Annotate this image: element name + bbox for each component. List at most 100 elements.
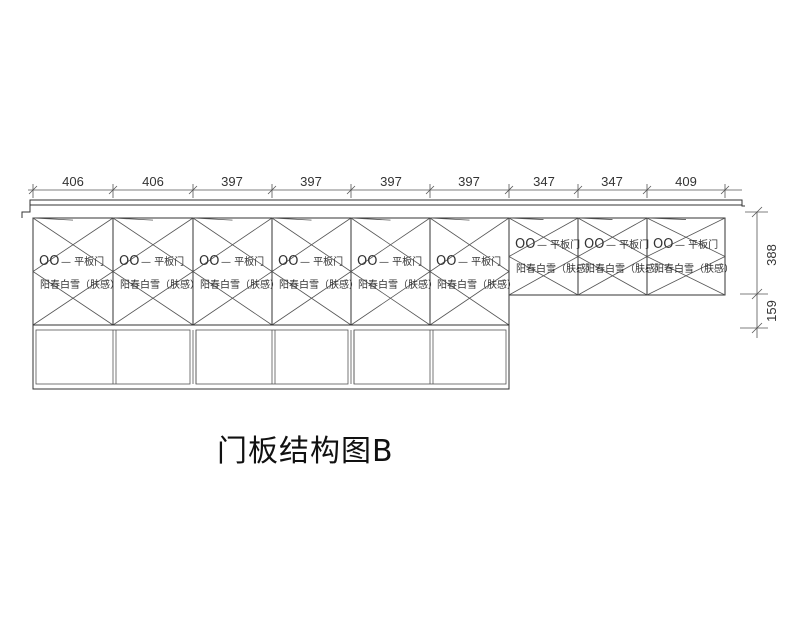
right-dim-label-159: 159 [764,300,779,322]
door-panel-outline [429,217,510,326]
door-opening-line [112,217,194,326]
door-opening-line [271,217,352,326]
door-panel-outline [192,217,273,326]
dim-label: 406 [142,174,164,189]
door-opening-line [112,217,194,326]
door-panel-outline [508,217,579,296]
door-type: — 平板门 [537,238,580,251]
top-outline [21,199,768,218]
door-panel-outline [350,217,431,326]
door-code: OO [515,237,535,252]
dim-tick-slash [188,185,198,195]
door-type: — 平板门 [458,255,501,268]
door-opening-line [192,217,273,326]
door-code: OO [278,254,298,269]
door-opening-line [577,217,648,296]
door-type: — 平板门 [379,255,422,268]
door-type: — 平板门 [300,255,343,268]
door-opening-line [646,217,726,296]
door-panel-outline [577,217,648,296]
door-top-edge [271,217,312,221]
drawing-caption: 门板结构图B [217,434,394,469]
dim-tick-slash [642,185,652,195]
dim-tick-slash [504,185,514,195]
door-opening-line [508,217,579,296]
door-panel-outline [271,217,352,326]
dim-label: 397 [221,174,243,189]
door-opening-line [350,217,431,326]
dim-label: 397 [380,174,402,189]
door-panel-outline [32,217,114,326]
door-opening-line [508,217,579,296]
door-code: OO [199,254,219,269]
door-code: OO [39,254,59,269]
door-opening-line [646,217,726,296]
door-top-edge [350,217,391,221]
door-opening-line [350,217,431,326]
door-opening-line [32,217,114,326]
lower-cabinet-frames [32,295,510,390]
top-dimension-line [28,184,742,198]
door-color: 阳春白雪（肤感） [279,278,359,291]
door-color: 阳春白雪（肤感） [358,278,438,291]
dim-label: 397 [300,174,322,189]
top-dimension-labels: 406 406 397 397 397 397 347 347 409 [62,174,697,189]
door-color: 阳春白雪（肤感） [437,278,517,291]
door-color: 阳春白雪（肤感） [40,278,120,291]
dim-label: 397 [458,174,480,189]
dim-tick-slash [573,185,583,195]
door-top-edge [32,217,74,221]
door-top-edge [112,217,154,221]
dim-label: 409 [675,174,697,189]
door-opening-line [429,217,510,326]
door-type: — 平板门 [675,238,718,251]
door-opening-line [271,217,352,326]
door-color: 阳春白雪（肤感） [516,262,596,275]
door-top-edge [429,217,470,221]
door-color: 阳春白雪（肤感） [585,262,665,275]
dim-tick-slash [346,185,356,195]
dim-tick-slash [720,185,730,195]
dim-label: 406 [62,174,84,189]
door-opening-line [192,217,273,326]
lower-frame-outline [32,324,510,390]
door-panel-outline [112,217,194,326]
right-dim-label-388: 388 [764,244,779,266]
right-dimension-line [740,206,768,338]
door-color: 阳春白雪（肤感） [200,278,280,291]
door-code: OO [653,237,673,252]
door-top-edge [508,217,544,220]
door-panel-outline [646,217,726,296]
door-code: OO [357,254,377,269]
dim-label: 347 [533,174,555,189]
door-top-edge [192,217,233,221]
dim-tick-slash [28,185,38,195]
door-opening-line [577,217,648,296]
door-color: 阳春白雪（肤感） [654,262,734,275]
door-code: OO [584,237,604,252]
door-type: — 平板门 [221,255,264,268]
door-code: OO [119,254,139,269]
door-opening-line [429,217,510,326]
door-type: — 平板门 [606,238,649,251]
door-type: — 平板门 [141,255,184,268]
door-code: OO [436,254,456,269]
door-opening-line [32,217,114,326]
dim-label: 347 [601,174,623,189]
door-color: 阳春白雪（肤感） [120,278,200,291]
door-top-edge [646,217,687,220]
dim-tick-slash [108,185,118,195]
door-top-edge [577,217,613,220]
dim-tick-slash [267,185,277,195]
